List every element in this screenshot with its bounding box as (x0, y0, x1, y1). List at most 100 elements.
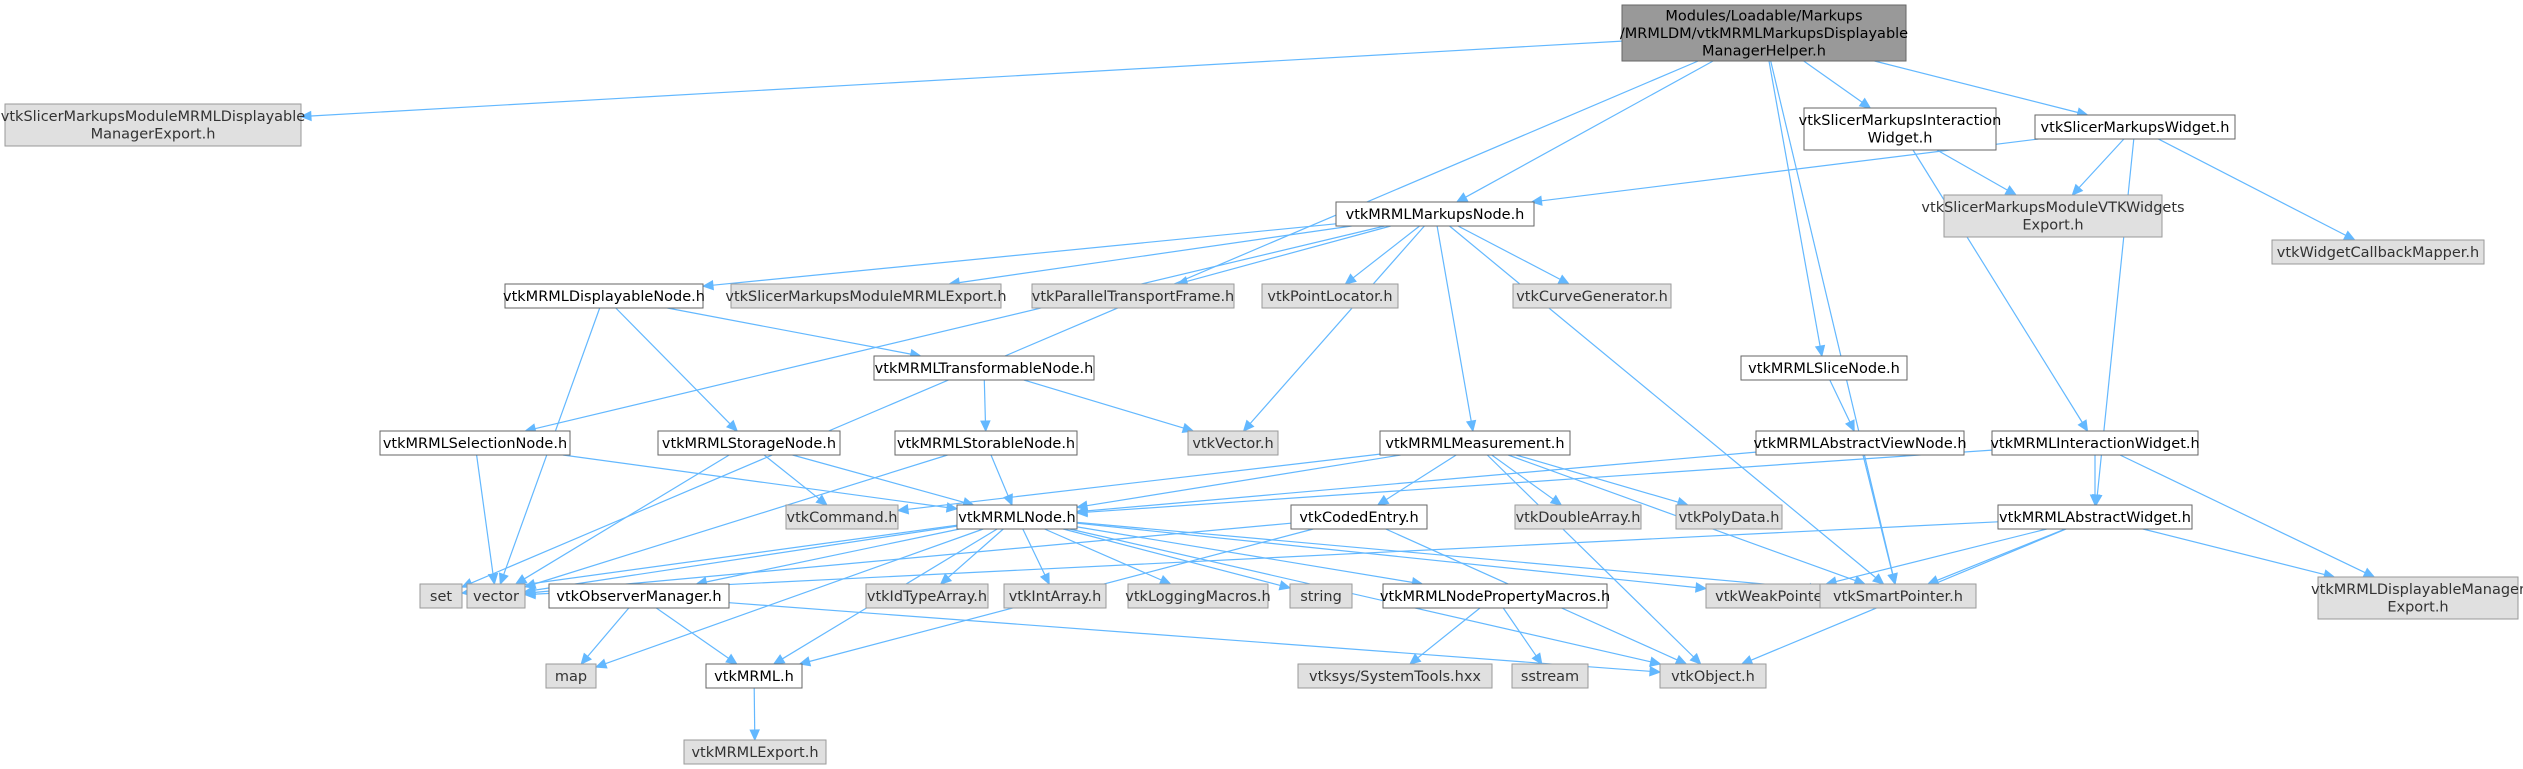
edge-line (1076, 521, 1811, 589)
node-box (1512, 283, 1672, 309)
node-label: sstream (1521, 669, 1579, 685)
node-box (1514, 504, 1642, 530)
edge-root-to-markupsNode (1455, 60, 1714, 203)
edge-markupsNode-to-curveGenerator (1457, 225, 1571, 285)
node-label: Export.h (2387, 600, 2448, 616)
edge-line (1516, 454, 1679, 503)
edge-markupsWidget-to-widgetCallbackMapper (2158, 138, 2356, 241)
edge-abstractWidget-to-displayableManagerExportMRML (2142, 528, 2336, 580)
edge-line (947, 528, 1004, 578)
node-vtkMRML[interactable]: vtkMRML.h (705, 663, 803, 689)
node-label: Widget.h (1868, 131, 1933, 147)
edge-line (1768, 60, 1821, 347)
node-label: Export.h (2022, 218, 2083, 234)
edge-line (728, 602, 1651, 672)
node-observerManager[interactable]: vtkObserverManager.h (548, 583, 730, 609)
edge-mrmlNode-to-vector (523, 525, 958, 596)
node-storageNode[interactable]: vtkMRMLStorageNode.h (657, 430, 841, 456)
arrowhead-icon (2342, 230, 2356, 241)
arrowhead-icon (1814, 344, 1826, 358)
node-label: vtkMRMLInteractionWidget.h (1990, 436, 2199, 452)
arrowhead-icon (1844, 419, 1855, 433)
edge-line (1835, 528, 2047, 583)
arrowhead-icon (1075, 506, 1088, 518)
edge-sliceNode-to-abstractViewNode (1829, 379, 1855, 433)
node-markupsWidget[interactable]: vtkSlicerMarkupsWidget.h (2034, 114, 2236, 140)
edge-transformableNode-to-vtkVector (1023, 379, 1195, 433)
arrowhead-icon (1278, 580, 1292, 591)
edge-mrmlNode-to-intArray (1022, 528, 1050, 586)
edge-line (1436, 225, 1472, 422)
edge-nodePropertyMacros-to-sstream (1502, 607, 1543, 666)
arrowhead-icon (945, 502, 959, 513)
edge-line (524, 454, 730, 580)
node-box (785, 504, 899, 530)
node-codedEntry[interactable]: vtkCodedEntry.h (1290, 504, 1428, 530)
edge-line (763, 454, 820, 500)
arrowhead-icon (1674, 654, 1688, 665)
arrowhead-icon (1649, 665, 1662, 677)
edge-line (959, 225, 1352, 284)
node-storableNode[interactable]: vtkMRMLStorableNode.h (894, 430, 1078, 456)
arrowhead-icon (1689, 652, 1702, 665)
edge-line (667, 307, 911, 355)
arrowhead-icon (772, 654, 786, 665)
node-transformableNode[interactable]: vtkMRMLTransformableNode.h (873, 355, 1095, 381)
edge-line (1491, 454, 1554, 500)
node-displayableNode[interactable]: vtkMRMLDisplayableNode.h (503, 283, 705, 309)
edge-line (983, 379, 986, 422)
arrowhead-icon (1158, 574, 1172, 585)
edge-line (2078, 138, 2125, 189)
node-box (1740, 355, 1908, 381)
arrowhead-icon (514, 574, 528, 585)
arrowhead-icon (1465, 419, 1477, 433)
arrowhead-icon (2362, 567, 2376, 578)
edge-line (1186, 225, 1391, 282)
edge-line (2119, 454, 2366, 574)
edge-line (1023, 379, 1184, 429)
node-mrmlNode[interactable]: vtkMRMLNode.h (956, 504, 1078, 530)
node-abstractWidget[interactable]: vtkMRMLAbstractWidget.h (1997, 504, 2193, 530)
node-nodePropertyMacros[interactable]: vtkMRMLNodePropertyMacros.h (1380, 583, 1610, 609)
arrowhead-icon (2089, 494, 2101, 507)
node-abstractViewNode[interactable]: vtkMRMLAbstractViewNode.h (1753, 430, 1967, 456)
arrowhead-icon (1858, 97, 1872, 109)
node-interactionWidgetMRML[interactable]: vtkMRMLInteractionWidget.h (1990, 430, 2200, 456)
edge-line (534, 522, 1292, 593)
node-box (1031, 283, 1235, 309)
edge-storageNode-to-vtkCommand (763, 454, 828, 506)
arrowhead-icon (2077, 419, 2089, 433)
node-label: vtkSlicerMarkupsModuleVTKWidgets (1921, 200, 2184, 216)
edge-measurement-to-doubleArray (1491, 454, 1563, 506)
edge-measurement-to-polyData (1516, 454, 1689, 508)
edge-markupsNode-to-selectionNode (524, 225, 1385, 434)
node-label: ManagerHelper.h (1702, 43, 1826, 59)
node-measurement[interactable]: vtkMRMLMeasurement.h (1379, 430, 1571, 456)
node-sliceNode[interactable]: vtkMRMLSliceNode.h (1740, 355, 1908, 381)
node-root[interactable]: Modules/Loadable/Markups/MRMLDM/vtkMRMLM… (1620, 4, 1908, 62)
arrowhead-icon (1344, 273, 1357, 285)
node-sstream: sstream (1511, 663, 1589, 689)
node-selectionNode[interactable]: vtkMRMLSelectionNode.h (379, 430, 571, 456)
node-vector: vector (466, 583, 526, 609)
edge-vtkMRML-to-mrmlExportH (749, 687, 760, 742)
node-markupsNode[interactable]: vtkMRMLMarkupsNode.h (1335, 201, 1535, 227)
node-box (466, 583, 526, 609)
node-box (545, 663, 597, 689)
edge-line (471, 524, 958, 593)
edge-markupsWidget-to-vtkWidgetsExport (2071, 138, 2125, 196)
edge-line (470, 60, 1699, 584)
edge-line (1063, 528, 1281, 586)
node-box (1289, 583, 1353, 609)
node-label: vtkWeakPointer.h (1715, 589, 1841, 605)
node-label: vtkCommand.h (787, 510, 898, 526)
edge-markupsNode-to-parallelTransport (1176, 225, 1391, 287)
edge-measurement-to-codedEntry (1376, 454, 1457, 506)
edge-markupsNode-to-smartPointer (1449, 225, 1885, 585)
node-box (730, 283, 1002, 309)
node-widgetCallbackMapper: vtkWidgetCallbackMapper.h (2271, 239, 2485, 265)
edge-observerManager-to-vtkObject (728, 602, 1662, 677)
node-systemTools: vtksys/SystemTools.hxx (1297, 663, 1493, 689)
node-label: vtkMRMLDisplayableNode.h (503, 289, 705, 305)
